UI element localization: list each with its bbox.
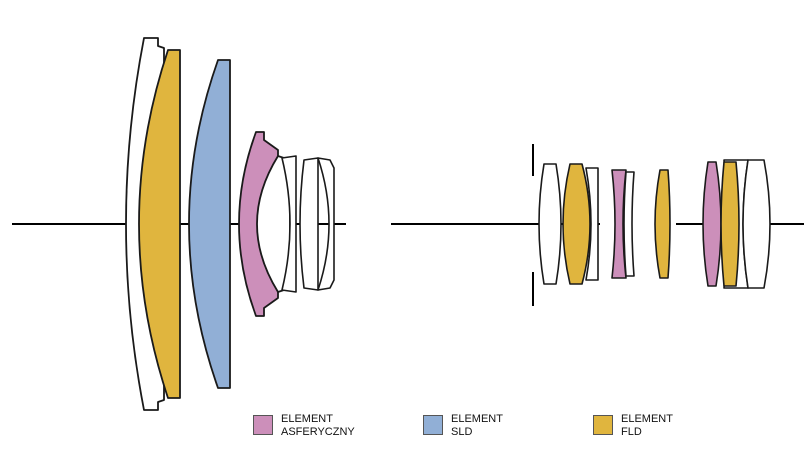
legend-label-aspherical: ELEMENT ASFERYCZNY (281, 413, 355, 438)
lens-front-inner (256, 155, 291, 293)
lens-aspherical-rear-2 (702, 161, 722, 287)
lens-front-small-c (317, 157, 335, 291)
lens-front-small-b (299, 157, 319, 291)
lens-sld-front (188, 59, 231, 389)
lens-rear-plain-2 (585, 167, 599, 281)
legend-label-sld: ELEMENT SLD (451, 413, 503, 438)
lens-fld-rear-3-front (720, 161, 740, 287)
lens-front-small-a (281, 155, 297, 293)
legend-swatch-aspherical (253, 415, 273, 435)
legend-label-fld: ELEMENT FLD (621, 413, 673, 438)
lens-fld-rear-2 (654, 169, 671, 279)
lens-rear-plain-3 (623, 171, 635, 277)
lens-fld-rear-1 (562, 163, 591, 285)
lens-rear-plain-1 (538, 163, 562, 285)
lens-fld-front (138, 49, 181, 399)
legend-swatch-sld (423, 415, 443, 435)
legend-swatch-fld (593, 415, 613, 435)
lens-rear-plain-5 (742, 159, 771, 289)
